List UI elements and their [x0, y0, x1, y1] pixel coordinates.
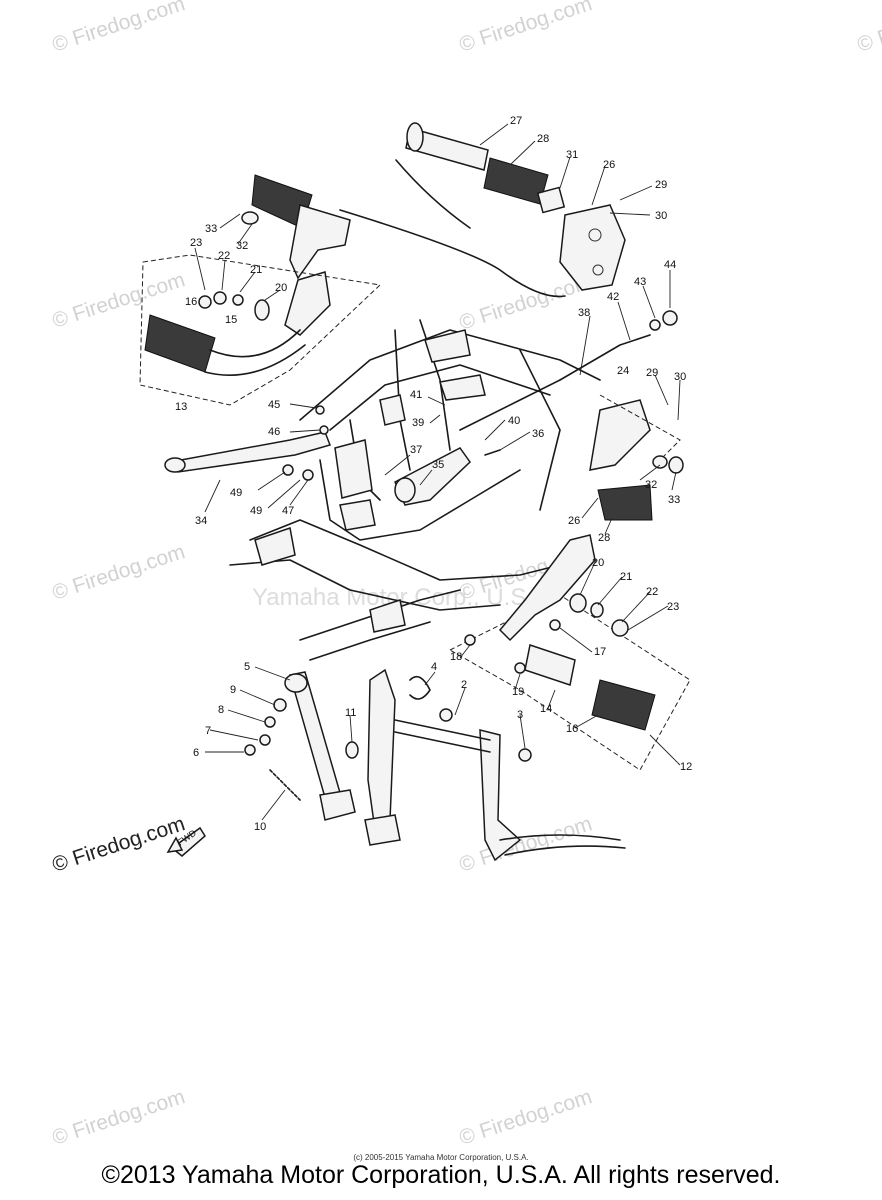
- callout-27: 27: [510, 115, 522, 127]
- callout-23: 23: [190, 237, 202, 249]
- callout-10: 10: [254, 821, 266, 833]
- watermark-firedog: © Firedog.com: [854, 0, 882, 57]
- callout-32: 32: [236, 240, 248, 252]
- callout-30: 30: [655, 210, 667, 222]
- callout-40: 40: [508, 415, 520, 427]
- callout-20: 20: [275, 282, 287, 294]
- callout-45: 45: [268, 399, 280, 411]
- callout-labels: 27 28 31 26 29 30 33 32 23 22 21 20 16 1…: [175, 115, 692, 833]
- callout-29b: 29: [646, 367, 658, 379]
- callout-30b: 30: [674, 371, 686, 383]
- callout-13: 13: [175, 401, 187, 413]
- callout-42: 42: [607, 291, 619, 303]
- callout-26b: 26: [568, 515, 580, 527]
- callout-5: 5: [244, 661, 250, 673]
- watermark-firedog: © Firedog.com: [456, 0, 594, 57]
- callout-19: 19: [512, 686, 524, 698]
- callout-33b: 33: [668, 494, 680, 506]
- callout-38: 38: [578, 307, 590, 319]
- callout-28: 28: [537, 133, 549, 145]
- callout-17: 17: [594, 646, 606, 658]
- callout-34: 34: [195, 515, 207, 527]
- callout-9: 9: [230, 684, 236, 696]
- watermark-firedog: © Firedog.com: [49, 1085, 187, 1150]
- callout-16b: 16: [566, 723, 578, 735]
- callout-15: 15: [225, 314, 237, 326]
- callout-12: 12: [680, 761, 692, 773]
- callout-37: 37: [410, 444, 422, 456]
- callout-22: 22: [218, 250, 230, 262]
- watermark-firedog: © Firedog.com: [49, 812, 187, 877]
- callout-11: 11: [345, 707, 356, 719]
- callout-24: 24: [617, 365, 629, 377]
- callout-22b: 22: [646, 586, 658, 598]
- callout-23b: 23: [667, 601, 679, 613]
- callout-4: 4: [431, 661, 437, 673]
- watermark-layer: © Firedog.com © Firedog.com © Firedog.co…: [49, 0, 882, 1150]
- callout-16: 16: [185, 296, 197, 308]
- callout-39: 39: [412, 417, 424, 429]
- watermark-firedog: © Firedog.com: [456, 1085, 594, 1150]
- callout-8: 8: [218, 704, 224, 716]
- callout-6: 6: [193, 747, 199, 759]
- callout-36: 36: [532, 428, 544, 440]
- callout-31: 31: [566, 149, 578, 161]
- callout-26: 26: [603, 159, 615, 171]
- fwd-arrow-icon: FWD: [166, 826, 206, 857]
- callout-35: 35: [432, 459, 444, 471]
- watermark-center: Yamaha Motor Corp., U.S.A.: [252, 584, 556, 611]
- watermark-firedog: © Firedog.com: [49, 540, 187, 605]
- callout-47: 47: [282, 505, 294, 517]
- callout-43: 43: [634, 276, 646, 288]
- callout-29: 29: [655, 179, 667, 191]
- callout-32b: 32: [645, 479, 657, 491]
- callout-49b: 49: [250, 505, 262, 517]
- watermark-firedog: © Firedog.com: [49, 0, 187, 57]
- callout-33: 33: [205, 223, 217, 235]
- callout-14: 14: [540, 703, 552, 715]
- callout-46: 46: [268, 426, 280, 438]
- callout-20b: 20: [592, 557, 604, 569]
- leader-lines: [194, 123, 681, 821]
- watermark-firedog: © Firedog.com: [456, 812, 594, 877]
- callout-28b: 28: [598, 532, 610, 544]
- diagram-artwork: FWD: [139, 122, 691, 862]
- small-copyright: (c) 2005-2015 Yamaha Motor Corporation, …: [353, 1153, 529, 1162]
- callout-2: 2: [461, 679, 467, 691]
- callout-44: 44: [664, 259, 676, 271]
- callout-21b: 21: [620, 571, 632, 583]
- callout-41: 41: [410, 389, 422, 401]
- callout-49: 49: [230, 487, 242, 499]
- callout-21: 21: [250, 264, 262, 276]
- callout-3: 3: [517, 709, 523, 721]
- copyright-notice: ©2013 Yamaha Motor Corporation, U.S.A. A…: [101, 1161, 781, 1189]
- callout-18: 18: [450, 651, 462, 663]
- callout-7: 7: [205, 725, 211, 737]
